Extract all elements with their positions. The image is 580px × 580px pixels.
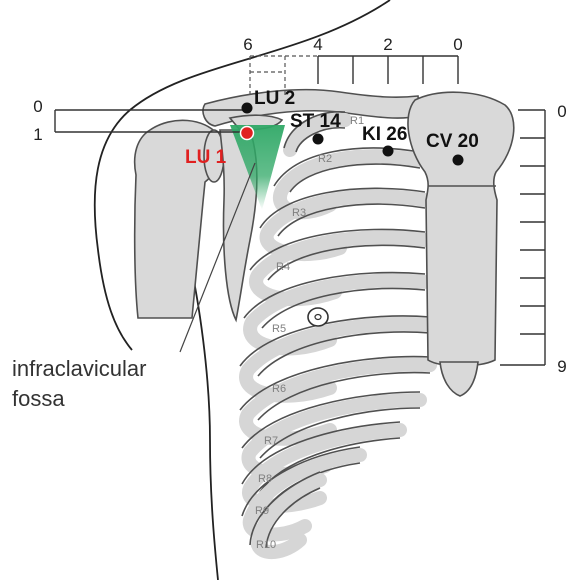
lu2-point — [241, 102, 253, 114]
arm-outline — [184, 239, 219, 580]
lu2-label: LU 2 — [254, 88, 295, 109]
rib-label-r1: R1 — [350, 115, 364, 127]
top-scale — [249, 55, 459, 98]
rib-label-r10: R10 — [256, 539, 276, 551]
rib-label-r8: R8 — [258, 473, 272, 485]
top-tick-4: 4 — [313, 35, 322, 54]
caption-line-2: fossa — [12, 386, 65, 411]
top-tick-0: 0 — [453, 35, 462, 54]
ki26-label: KI 26 — [362, 124, 407, 145]
clavicle — [202, 88, 421, 127]
lu1-label: LU 1 — [185, 147, 227, 168]
body-outline — [93, 0, 391, 351]
lu1-point — [239, 125, 255, 141]
ki26-point — [382, 145, 394, 157]
top-tick-6: 6 — [243, 35, 252, 54]
caption-leader-line — [179, 162, 256, 353]
fossa-highlight — [230, 125, 285, 210]
rib-label-r6: R6 — [272, 383, 286, 395]
left-tick-0: 0 — [33, 97, 42, 116]
st14-point — [312, 133, 324, 145]
right-tick-9: 9 — [557, 357, 566, 376]
rib-cage — [239, 111, 437, 559]
top-tick-2: 2 — [383, 35, 392, 54]
sternum — [407, 91, 515, 367]
rib-label-r4: R4 — [276, 261, 290, 273]
st14-label: ST 14 — [290, 111, 341, 132]
rib-label-r5: R5 — [272, 323, 286, 335]
rib-label-r9: R9 — [255, 505, 269, 517]
rib-label-r3: R3 — [292, 207, 306, 219]
cv20-point — [452, 154, 464, 166]
right-tick-0: 0 — [557, 102, 566, 121]
rib-label-r2: R2 — [318, 153, 332, 165]
right-scale — [500, 109, 546, 366]
rib-label-r7: R7 — [264, 435, 278, 447]
caption-line-1: infraclavicular — [12, 356, 147, 381]
left-tick-1: 1 — [33, 125, 42, 144]
left-scale — [54, 109, 246, 133]
xiphoid — [439, 361, 479, 397]
nipple-center — [314, 313, 322, 321]
cv20-label: CV 20 — [426, 131, 479, 152]
